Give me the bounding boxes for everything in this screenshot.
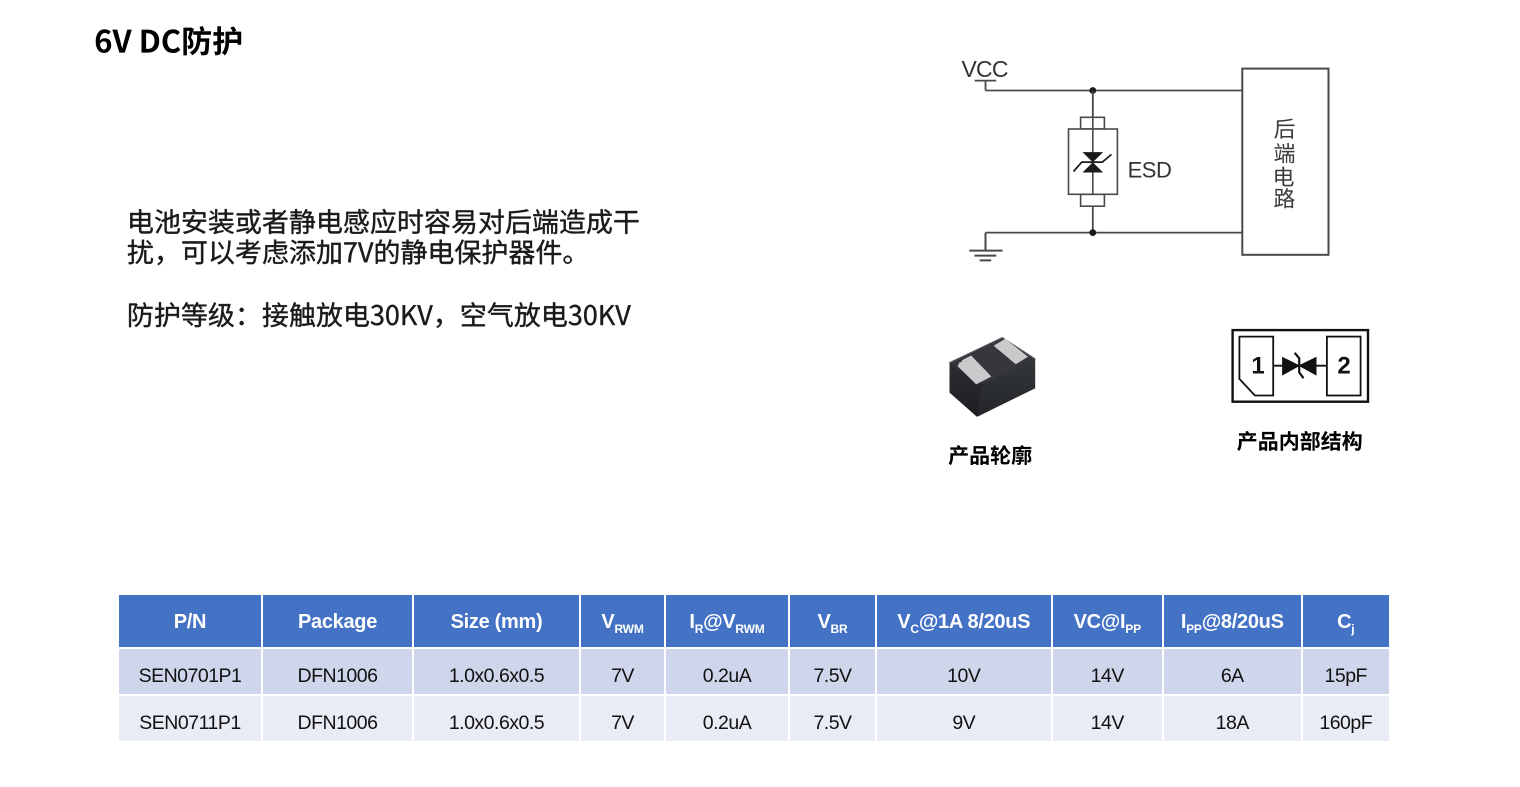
svg-text:2: 2: [1337, 353, 1350, 380]
svg-text:VCC: VCC: [962, 56, 1008, 82]
svg-text:ESD: ESD: [1128, 157, 1172, 182]
svg-text:1: 1: [1251, 353, 1264, 380]
